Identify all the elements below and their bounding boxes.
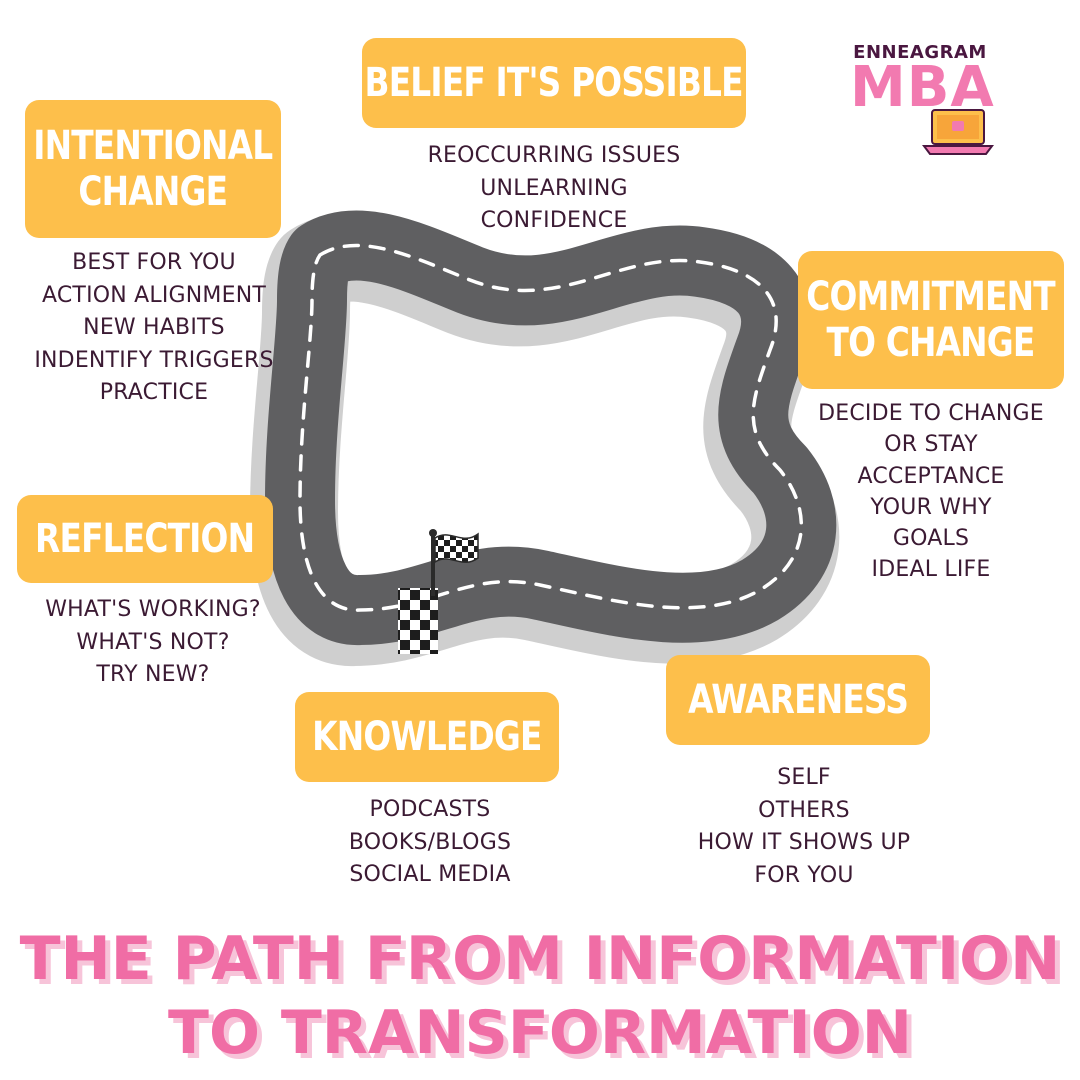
stage-box-reflection: REFLECTION [17, 495, 273, 583]
stage-box-intentional: INTENTIONAL CHANGE [25, 100, 281, 238]
list-item: NEW HABITS [83, 315, 225, 340]
stage-items-belief: REOCCURRING ISSUES UNLEARNING CONFIDENCE [404, 140, 704, 238]
list-item: UNLEARNING [480, 175, 628, 201]
list-item: GOALS [892, 526, 970, 552]
list-item: OTHERS [758, 797, 850, 823]
list-item: SOCIAL MEDIA [349, 862, 511, 887]
stage-items-awareness: SELF OTHERS HOW IT SHOWS UP FOR YOU [674, 762, 934, 892]
title-line: TO CHANGE [827, 320, 1036, 366]
stage-items-intentional: BEST FOR YOU ACTION ALIGNMENT NEW HABITS… [14, 247, 294, 410]
list-item: WHAT'S WORKING? [45, 597, 261, 622]
list-item: SELF [777, 765, 831, 790]
list-item: INDENTIFY TRIGGERS [34, 347, 274, 373]
page-title-line: THE PATH FROM INFORMATION [19, 924, 1061, 994]
list-item: PODCASTS [369, 797, 491, 822]
list-item: REOCCURRING ISSUES [427, 143, 681, 168]
list-item: BOOKS/BLOGS [348, 829, 512, 855]
stage-title-reflection: REFLECTION [35, 516, 255, 562]
page-title-line: TO TRANSFORMATION [168, 998, 912, 1068]
list-item: DECIDE TO CHANGE [818, 401, 1044, 426]
list-item: CONFIDENCE [480, 208, 628, 233]
title-line: CHANGE [78, 169, 229, 215]
list-item: PRACTICE [99, 380, 209, 405]
list-item: YOUR WHY [870, 494, 992, 520]
list-item: ACTION ALIGNMENT [42, 282, 266, 308]
stage-title-belief: BELIEF IT'S POSSIBLE [364, 60, 744, 106]
list-item: OR STAY [884, 432, 978, 458]
list-item: BEST FOR YOU [72, 250, 236, 275]
stage-title-intentional: INTENTIONAL CHANGE [33, 123, 273, 215]
enneagram-mba-logo: ENNEAGRAM MBA [850, 42, 1000, 157]
stage-title-knowledge: KNOWLEDGE [312, 714, 542, 760]
stage-title-awareness: AWARENESS [688, 677, 909, 723]
list-item: ACCEPTANCE [857, 463, 1005, 489]
title-line: INTENTIONAL [33, 123, 273, 169]
title-line: COMMITMENT [806, 274, 1056, 320]
stage-box-awareness: AWARENESS [666, 655, 930, 745]
checkered-flag-icon [429, 529, 479, 596]
finish-line [398, 588, 438, 654]
stage-title-commitment: COMMITMENT TO CHANGE [806, 274, 1056, 366]
stage-box-commitment: COMMITMENT TO CHANGE [798, 251, 1064, 389]
logo-main-text: MBA [850, 55, 995, 120]
list-item: FOR YOU [754, 862, 854, 888]
stage-box-knowledge: KNOWLEDGE [295, 692, 559, 782]
laptop-icon [922, 109, 994, 155]
stage-items-reflection: WHAT'S WORKING? WHAT'S NOT? TRY NEW? [14, 594, 292, 692]
stage-items-commitment: DECIDE TO CHANGE OR STAY ACCEPTANCE YOUR… [800, 398, 1062, 586]
page-title: THE PATH FROM INFORMATION TO TRANSFORMAT… [0, 922, 1080, 1070]
stage-box-belief: BELIEF IT'S POSSIBLE [362, 38, 746, 128]
list-item: WHAT'S NOT? [76, 629, 230, 655]
list-item: TRY NEW? [96, 662, 210, 687]
logo-top-text: ENNEAGRAM [853, 42, 987, 63]
list-item: IDEAL LIFE [871, 557, 991, 583]
stage-items-knowledge: PODCASTS BOOKS/BLOGS SOCIAL MEDIA [300, 794, 560, 892]
list-item: HOW IT SHOWS UP [697, 830, 911, 855]
